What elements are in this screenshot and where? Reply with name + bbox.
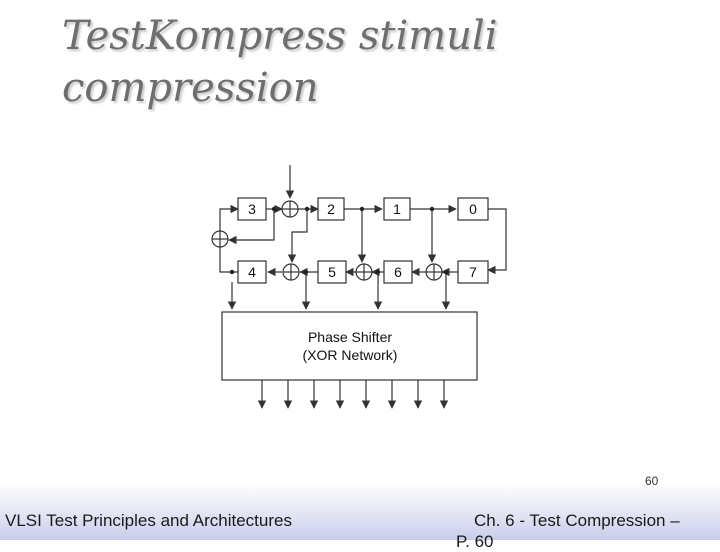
register-cell-1 xyxy=(383,197,411,221)
junction-dot xyxy=(443,269,449,275)
register-cell-4 xyxy=(237,260,267,284)
feedback-wire xyxy=(287,209,308,263)
slide-title: TestKompress stimuli compression xyxy=(62,13,498,111)
wire xyxy=(219,204,239,232)
junction-dot xyxy=(375,269,381,275)
register-label-6: 6 xyxy=(394,264,402,280)
xor-gate-bottom-3 xyxy=(425,263,443,281)
register-label-0: 0 xyxy=(469,201,477,217)
register-cell-7 xyxy=(457,260,489,284)
xor-gate-top xyxy=(281,200,299,218)
register-label-1: 1 xyxy=(393,201,401,217)
junction-dot xyxy=(271,206,277,212)
feedback-wire xyxy=(228,209,275,245)
page-number: 60 xyxy=(645,474,659,488)
junction-dot xyxy=(304,206,310,212)
xor-gate-left xyxy=(211,230,229,248)
junction-dot xyxy=(303,269,309,275)
xor-gate-bottom-2 xyxy=(355,263,373,281)
junction-dot xyxy=(229,269,235,275)
register-label-3: 3 xyxy=(248,201,256,217)
register-cell-6 xyxy=(383,260,413,284)
register-cell-5 xyxy=(317,260,347,284)
footer-chapter: Ch. 6 - Test Compression – xyxy=(474,511,680,530)
register-label-7: 7 xyxy=(469,264,477,280)
phase-shifter-box xyxy=(221,311,478,381)
phase-shifter-sublabel: (XOR Network) xyxy=(303,347,398,363)
register-cell-0 xyxy=(457,197,489,221)
wire xyxy=(487,208,507,275)
register-label-5: 5 xyxy=(328,264,336,280)
junction-dot xyxy=(429,206,435,212)
register-cell-3 xyxy=(237,197,267,221)
register-cell-2 xyxy=(317,197,345,221)
footer-book-title: VLSI Test Principles and Architectures xyxy=(5,511,292,530)
register-label-4: 4 xyxy=(248,264,256,280)
footer-chapter-page: P. 60 xyxy=(456,532,494,551)
xor-gate-bottom-1 xyxy=(282,263,300,281)
ring-generator-diagram: 3 2 1 0 4 5 6 7 Phase Shifter (XOR Netwo… xyxy=(211,165,507,409)
junction-dot xyxy=(359,206,365,212)
slide-footer: 60 VLSI Test Principles and Architecture… xyxy=(0,474,720,551)
wire xyxy=(219,246,238,273)
register-label-2: 2 xyxy=(327,201,335,217)
phase-shifter-label: Phase Shifter xyxy=(308,329,392,345)
